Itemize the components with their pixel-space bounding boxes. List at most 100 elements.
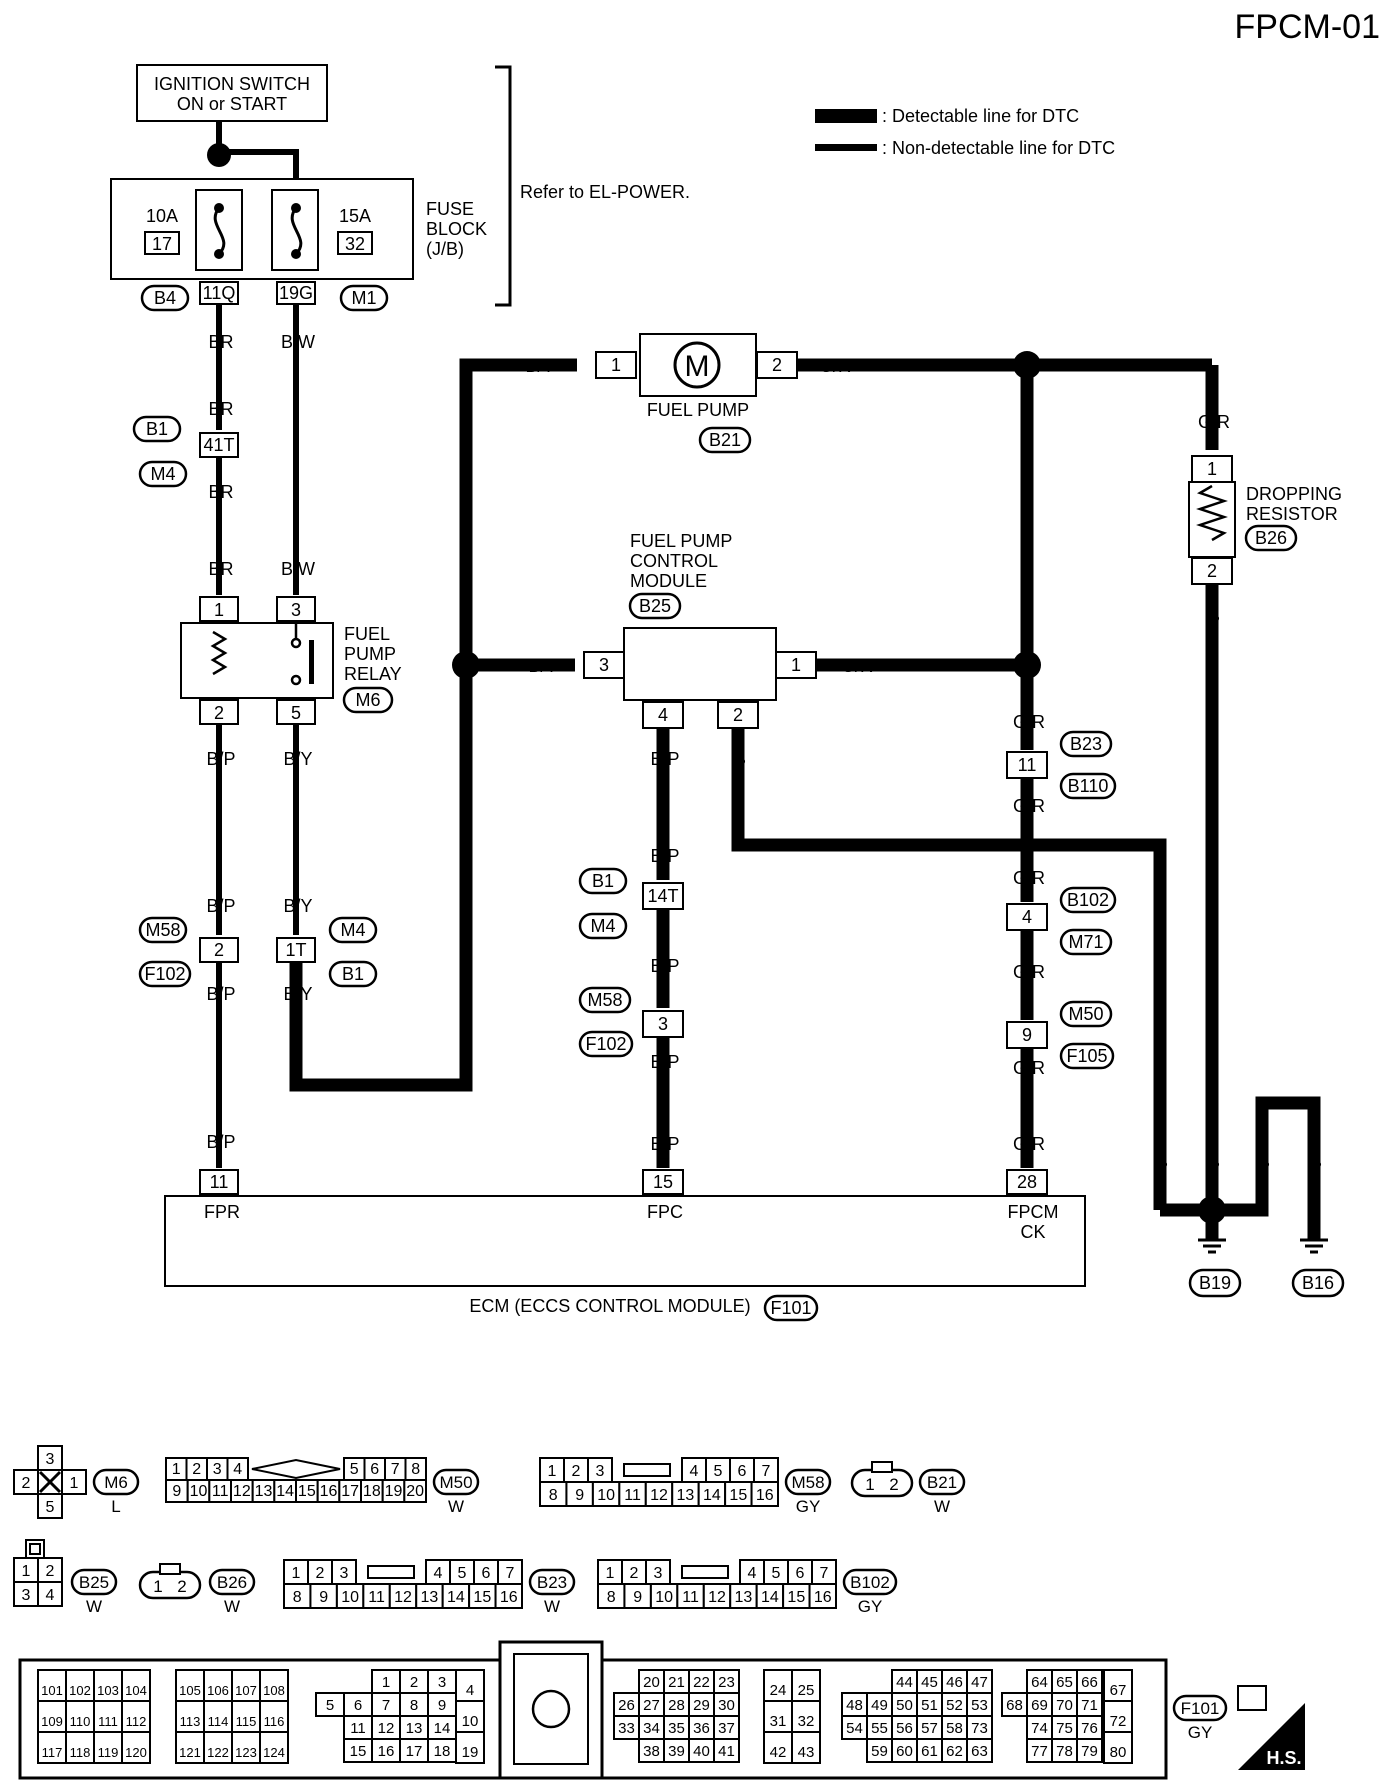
f101-pin-123: 123 [235, 1745, 257, 1760]
ecm-pin28: 28 [1017, 1172, 1037, 1192]
f101-pin-15: 15 [350, 1743, 367, 1760]
f101-pin-101: 101 [41, 1683, 63, 1698]
wire-label-bp-5: B/P [650, 749, 679, 769]
m6-pin-1: 1 [70, 1475, 79, 1492]
f101-pin-56: 56 [896, 1720, 913, 1737]
m6-pin-5: 5 [46, 1499, 55, 1516]
f101-pin-79: 79 [1081, 1743, 1098, 1760]
f101-pin-75: 75 [1056, 1720, 1073, 1737]
b23-pin-6: 6 [482, 1565, 491, 1582]
f101-pin-72: 72 [1110, 1713, 1127, 1730]
b23-pin-3: 3 [340, 1565, 349, 1582]
b26-tag-color: W [224, 1597, 240, 1616]
inline-conn-9: 9 [1022, 1025, 1032, 1045]
m58-tag-id: M58 [791, 1473, 824, 1492]
f101-pin-51: 51 [921, 1697, 938, 1714]
conn-b1-top: B1 [146, 419, 168, 439]
f101-pin-24: 24 [770, 1682, 787, 1699]
fuse-block-label1: FUSE [426, 199, 474, 219]
ecm-pin11: 11 [210, 1172, 229, 1192]
m50-pin-17: 17 [341, 1483, 359, 1500]
ignition-switch-line1: IGNITION SWITCH [154, 74, 310, 94]
conn-b23: B23 [1070, 734, 1102, 754]
m58-pin-10: 10 [597, 1487, 615, 1504]
m58-pin-9: 9 [575, 1487, 584, 1504]
resistor-label2: RESISTOR [1246, 504, 1338, 524]
m58-pin-14: 14 [703, 1487, 721, 1504]
wire-label-by-fpcm: B/Y [528, 656, 557, 676]
f101-pin-104: 104 [125, 1683, 147, 1698]
fuse-right-amp: 15A [339, 206, 371, 226]
wire-label-gr-pump: G/R [819, 356, 851, 376]
m50-pin-3: 3 [213, 1461, 222, 1478]
f101-pin-16: 16 [378, 1743, 395, 1760]
f101-pin-5: 5 [326, 1697, 334, 1714]
ecm-fpr: FPR [204, 1202, 240, 1222]
fpcm-label2: CONTROL [630, 551, 718, 571]
f101-pin-66: 66 [1081, 1674, 1098, 1691]
wire-label-bp-2: B/P [206, 896, 235, 916]
conn-m58-left: M58 [145, 920, 180, 940]
f101-pin-38: 38 [643, 1743, 660, 1760]
conn-m4-right: M4 [340, 920, 365, 940]
f101-pin-26: 26 [618, 1697, 635, 1714]
f101-pin-4: 4 [466, 1682, 474, 1699]
fuel-pump-control-module: FUEL PUMP CONTROL MODULE B25 3 1 4 2 [583, 531, 817, 729]
ground-icon-2 [1300, 1238, 1328, 1254]
f101-pin-114: 114 [208, 1714, 229, 1729]
f101-pin-70: 70 [1056, 1697, 1073, 1714]
wire-label-b-g4: B [1310, 1152, 1322, 1172]
f101-pin-19: 19 [462, 1744, 479, 1761]
fuse-block: 10A 17 15A 32 FUSE BLOCK (J/B) 11Q 19G B… [110, 178, 487, 312]
f101-pin-116: 116 [264, 1714, 285, 1729]
conn-m4-top: M4 [150, 464, 175, 484]
f101-pin-13: 13 [406, 1720, 423, 1737]
ecm: 11 15 28 FPR FPC FPCM CK ECM (ECCS CONTR… [164, 1169, 1086, 1322]
m58-pin-1: 1 [548, 1463, 557, 1480]
b23-pin-9: 9 [319, 1589, 328, 1606]
b25-tag-id: B25 [79, 1573, 109, 1592]
f101-pin-22: 22 [693, 1674, 710, 1691]
legend-non-detectable-label: : Non-detectable line for DTC [882, 138, 1115, 158]
f101-pin-109: 109 [41, 1714, 63, 1729]
f101-pin-60: 60 [896, 1743, 913, 1760]
fuse-conn-right: M1 [351, 288, 376, 308]
m58-pin-16: 16 [756, 1487, 774, 1504]
f101-pin-32: 32 [798, 1713, 815, 1730]
conn-m50: M50 [1068, 1004, 1103, 1024]
f101-pin-102: 102 [69, 1683, 91, 1698]
hs-badge: H.S. [1237, 1685, 1305, 1770]
b23-pin-7: 7 [506, 1565, 515, 1582]
f101-pin-45: 45 [921, 1674, 938, 1691]
f101-pin-62: 62 [946, 1743, 963, 1760]
b102-pin-9: 9 [633, 1589, 642, 1606]
m6-pin-3: 3 [46, 1451, 55, 1468]
m50-pin-4: 4 [233, 1461, 242, 1478]
f101-pin-54: 54 [846, 1720, 863, 1737]
m50-pin-12: 12 [233, 1483, 251, 1500]
b23-pin-16: 16 [500, 1589, 518, 1606]
m50-tag-color: W [448, 1497, 464, 1516]
b23-pin-12: 12 [394, 1589, 412, 1606]
wire-label-br-4: BR [208, 559, 233, 579]
b21-tag-id: B21 [927, 1473, 957, 1492]
b21-pin-1: 1 [865, 1475, 874, 1494]
fpcm-pin3: 3 [599, 655, 609, 675]
m6-tag: M6L [92, 1468, 140, 1516]
ecm-conn: F101 [770, 1298, 811, 1318]
f101-pin-57: 57 [921, 1720, 938, 1737]
relay-contact-icon [309, 640, 314, 684]
m50-pin-15: 15 [298, 1483, 316, 1500]
f101-pin-121: 121 [179, 1745, 201, 1760]
m50-pin-13: 13 [255, 1483, 273, 1500]
f101-pin-43: 43 [798, 1744, 815, 1761]
fuse-left-amp: 10A [146, 206, 178, 226]
